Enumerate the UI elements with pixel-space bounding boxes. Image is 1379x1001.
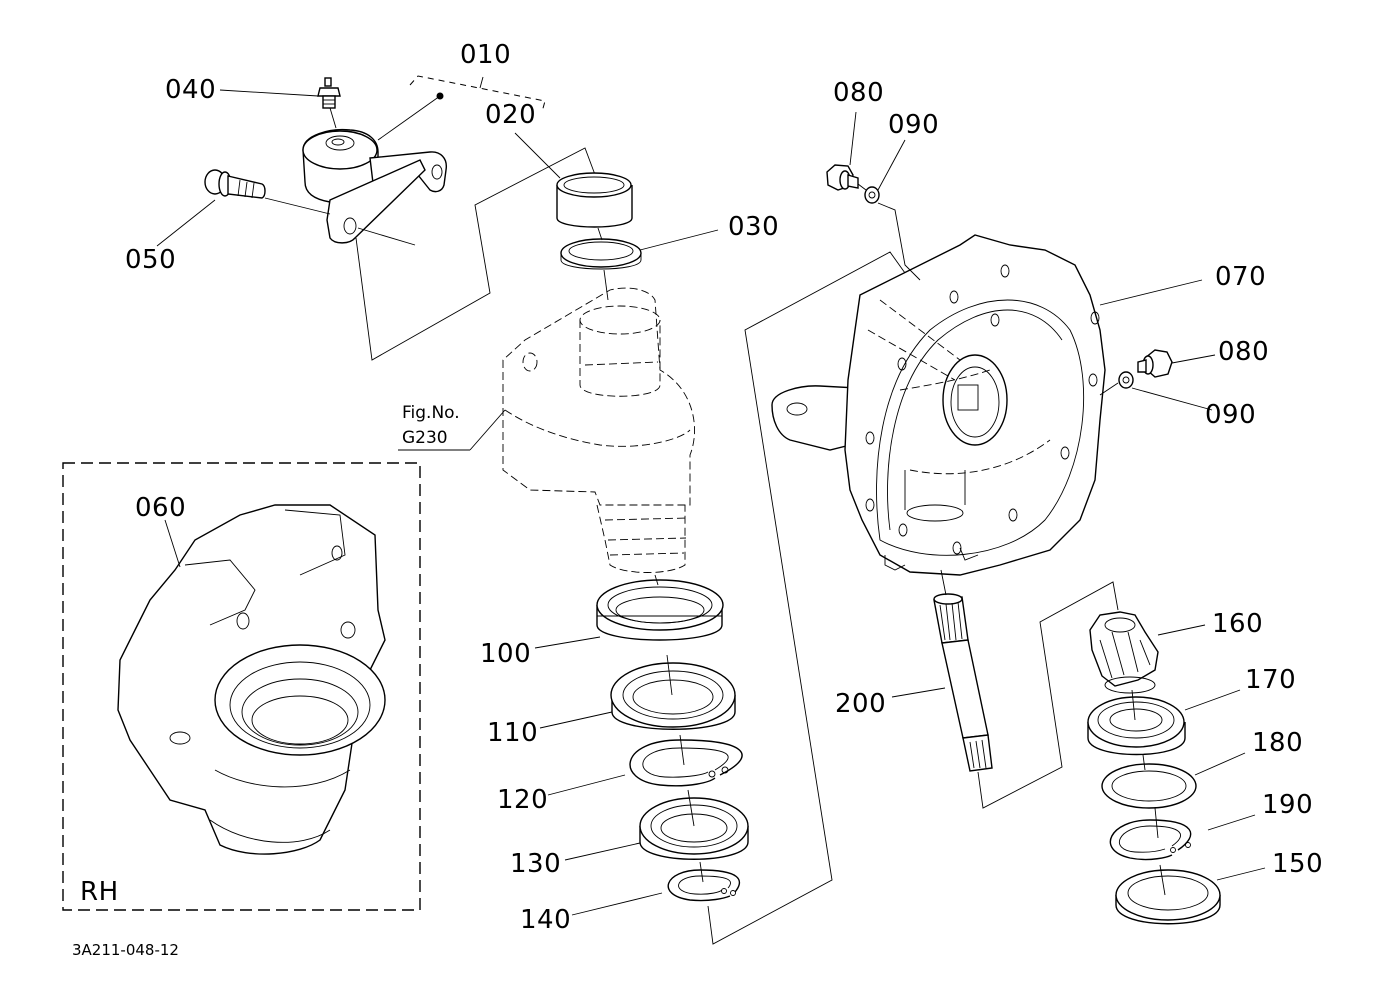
leader-060 [164,519,181,568]
assembly-line-120 [679,734,685,766]
part-150-oil-seal[interactable] [1115,869,1221,925]
part-180-collar[interactable] [1101,763,1197,809]
leader-080-right [1171,354,1216,364]
part-030-seal[interactable] [560,238,642,270]
assembly-line-090-right [1099,382,1119,396]
leader-200 [891,687,946,698]
leader-190 [1207,814,1256,831]
part-170-ball-bearing[interactable] [1087,696,1186,756]
part-130-ball-bearing[interactable] [639,797,749,860]
part-090-gasket-top[interactable] [864,186,880,204]
assembly-line-knuckle [603,269,609,301]
callout-030[interactable]: 030 [728,212,779,242]
callout-090-top[interactable]: 090 [888,110,939,140]
part-090-gasket-right[interactable] [1118,371,1134,389]
part-040-grease-nipple[interactable] [317,77,341,109]
callout-070[interactable]: 070 [1215,262,1266,292]
part-140-snap-ring[interactable] [667,869,740,902]
part-080-plug-right[interactable] [1137,349,1173,378]
assembly-line-130 [687,789,695,827]
leader-180 [1194,752,1246,776]
part-100-oil-seal[interactable] [596,579,724,641]
rh-variant-label: RH [80,877,119,907]
leader-010 [377,95,441,141]
leader-090-right [1131,387,1213,411]
callout-190[interactable]: 190 [1262,790,1313,820]
callout-090-right[interactable]: 090 [1205,400,1256,430]
callout-080-right[interactable]: 080 [1218,337,1269,367]
bracket-010 [409,75,546,113]
leader-070 [1099,279,1203,306]
callout-060[interactable]: 060 [135,493,186,523]
part-120-snap-ring[interactable] [629,739,743,787]
reference-part-knuckle [502,287,695,573]
assembly-line-190 [1154,807,1159,839]
assembly-line-080-top [857,183,867,191]
callout-040[interactable]: 040 [165,75,216,105]
leader-100 [534,636,601,649]
assembly-line-050 [264,197,331,215]
assembly-line-040 [329,107,337,129]
leader-140 [571,892,663,916]
assembly-line-170 [1131,689,1136,721]
part-070-gear-case[interactable] [771,234,1106,576]
callout-160[interactable]: 160 [1212,609,1263,639]
callout-120[interactable]: 120 [497,785,548,815]
assembly-line-090-top [877,202,921,281]
part-190-snap-ring[interactable] [1109,819,1192,861]
leader-170 [1184,689,1241,711]
leader-030 [639,229,719,251]
callout-130[interactable]: 130 [510,849,561,879]
part-110-ball-bearing[interactable] [610,662,736,730]
callout-140[interactable]: 140 [520,905,571,935]
callout-100[interactable]: 100 [480,639,531,669]
assembly-line-140 [699,861,704,883]
callout-010[interactable]: 010 [460,40,511,70]
leader-010-dot [436,92,444,100]
assembly-line-030 [597,227,603,241]
leader-040 [219,89,319,97]
part-020-bushing[interactable] [556,172,633,228]
leader-020 [514,132,561,179]
assembly-line-200 [940,569,947,596]
callout-180[interactable]: 180 [1252,728,1303,758]
callout-050[interactable]: 050 [125,245,176,275]
rh-variant-box [62,462,421,911]
part-160-bevel-gear[interactable] [1089,611,1159,694]
leader-090-top [877,139,906,191]
callout-150[interactable]: 150 [1272,849,1323,879]
assembly-line-110 [666,654,673,696]
leader-130 [564,842,641,861]
part-080-plug-top[interactable] [826,164,859,191]
callout-020[interactable]: 020 [485,100,536,130]
leader-160 [1157,624,1206,636]
leader-050 [156,199,216,247]
assembly-line-180 [1142,754,1146,771]
callout-110[interactable]: 110 [487,718,538,748]
assembly-line-050-b [357,227,416,246]
drawing-number: 3A211-048-12 [72,941,179,959]
leader-fig-g230 [469,409,506,451]
fig-reference-line1: Fig.No. [402,403,460,423]
callout-080-top[interactable]: 080 [833,78,884,108]
assembly-line-arm [355,147,598,361]
callout-200[interactable]: 200 [835,689,886,719]
bracket-010-tick [479,76,484,89]
leader-120 [547,774,626,796]
leader-080-top [849,111,857,166]
assembly-line-shaft-to-gear [977,581,1119,809]
part-060-gear-case-rh[interactable] [117,504,386,855]
leader-150 [1216,867,1266,881]
assembly-line-100 [654,574,659,586]
part-050-bolt[interactable] [204,169,266,199]
leader-110 [539,711,613,729]
fig-reference-line2[interactable]: G230 [402,428,448,448]
part-200-shaft[interactable] [933,593,993,772]
assembly-line-stack-to-housing [707,251,911,945]
assembly-line-150 [1159,864,1166,896]
callout-170[interactable]: 170 [1245,665,1296,695]
part-010-steering-arm[interactable] [302,128,447,244]
